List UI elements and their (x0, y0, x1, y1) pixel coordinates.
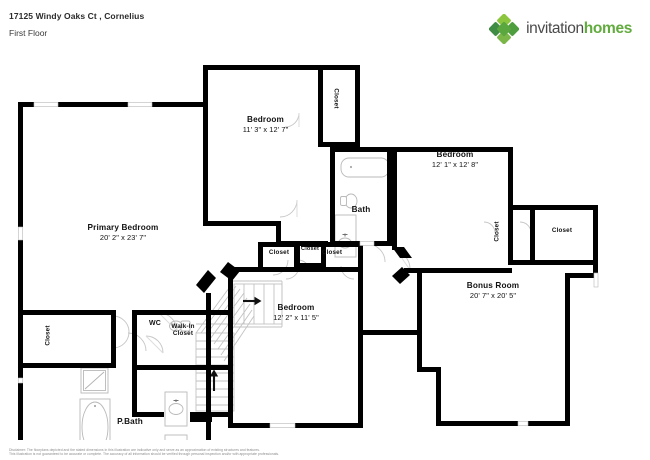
door-swing-closet-left (112, 315, 130, 349)
door-swing-bedroom-top (279, 199, 298, 218)
staircase (195, 280, 283, 412)
door-swing-closet-right-a (483, 221, 496, 234)
brand-word-homes: homes (583, 20, 633, 37)
sink-primary-upper (168, 403, 184, 415)
disclaimer-line-1: Disclaimer: The floorplans depicted and … (9, 447, 260, 452)
door-swing-pbath (127, 332, 147, 352)
windows-layer (18, 102, 599, 428)
floor-label: First Floor (9, 28, 48, 38)
floor-plan-drawing (18, 65, 599, 440)
up-arrow-icon (209, 369, 219, 391)
door-swing-wc (145, 335, 164, 354)
page-header: 17125 Windy Oaks Ct , Cornelius First Fl… (0, 0, 650, 60)
fixtures-layer (79, 157, 390, 440)
door-swing-closet-top (284, 112, 300, 128)
right-arrow-icon (243, 296, 262, 306)
disclaimer-line-2: This illustration is not guaranteed to b… (9, 452, 280, 457)
brand-wordmark: invitationhomes (526, 20, 632, 38)
toilet-tank-upper (340, 196, 347, 206)
walls-layer (18, 65, 598, 440)
toilet-tank-wc (180, 320, 191, 332)
brand-logo: invitationhomes (489, 14, 632, 44)
brand-word-invitation: invitation (526, 20, 584, 37)
tub-basin-primary (81, 401, 109, 440)
address-block: 17125 Windy Oaks Ct , Cornelius First Fl… (9, 9, 144, 41)
disclaimer-block: Disclaimer: The floorplans depicted and … (9, 448, 641, 457)
stair-direction-arrows (209, 296, 262, 391)
bathtub-upper (340, 157, 390, 178)
floor-plan: Primary Bedroom 20' 2" x 23' 7" Bedroom … (0, 55, 650, 440)
invitation-homes-pinwheel-icon (489, 14, 520, 44)
property-address: 17125 Windy Oaks Ct , Cornelius (9, 11, 145, 21)
vanity-primary-lower (164, 434, 188, 440)
door-swing-closet-right-b (519, 221, 532, 234)
door-swing-bath (366, 243, 386, 263)
shower-diagonal (84, 371, 105, 390)
